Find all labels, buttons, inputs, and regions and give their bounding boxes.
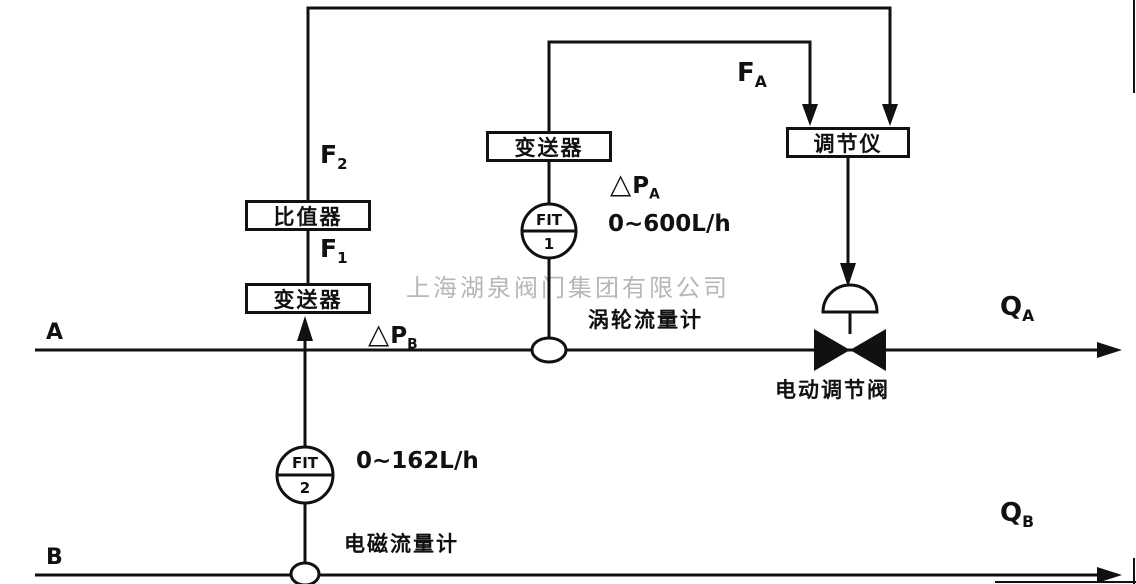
label-f1: F1 — [320, 236, 348, 266]
fit1-tag-label: FIT — [535, 211, 563, 229]
fit2-number-label: 2 — [299, 479, 311, 497]
signal-f2-line — [306, 6, 892, 200]
label-magnetic-flowmeter: 电磁流量计 — [344, 532, 459, 556]
transmitter-arrow-icon — [297, 316, 313, 341]
label-dpb-base: P — [390, 323, 408, 349]
ratio-unit-box: 比值器 — [245, 200, 371, 231]
label-line-b: B — [46, 545, 63, 570]
label-f2: F2 — [320, 142, 348, 172]
label-delta-pb: △PB — [368, 320, 418, 352]
label-qa-base: Q — [1000, 292, 1023, 322]
f2-arrow-icon — [882, 104, 898, 126]
transmitter-left-box: 变送器 — [245, 283, 371, 314]
label-qb-sub: B — [1022, 513, 1034, 532]
label-line-a: A — [46, 320, 64, 345]
label-dpb-sub: B — [407, 336, 418, 353]
fa-arrow-icon — [802, 104, 818, 126]
valve-body-left-icon — [814, 329, 850, 371]
label-dpa-sub: A — [649, 186, 660, 203]
delta-icon: △ — [368, 317, 390, 350]
label-f2-base: F — [320, 140, 338, 169]
label-fa-sub: A — [754, 73, 767, 92]
valve-actuator-dome-icon — [821, 283, 879, 314]
fit1-number-label: 1 — [543, 235, 555, 253]
pipe-b-arrow-icon — [1097, 567, 1122, 583]
label-dpa-base: P — [632, 173, 650, 199]
pipe-a-arrow-icon — [1097, 342, 1122, 358]
signal-fa-line — [547, 40, 812, 131]
label-turbine-flowmeter: 涡轮流量计 — [588, 308, 703, 332]
valve-body-right-icon — [850, 329, 886, 371]
label-f1-sub: 1 — [337, 249, 348, 267]
label-qa-sub: A — [1022, 307, 1035, 326]
valve-arrow-icon — [840, 263, 856, 287]
label-range-b: 0~162L/h — [356, 448, 479, 474]
label-f1-base: F — [320, 234, 338, 263]
controller-box: 调节仪 — [786, 127, 910, 158]
label-electric-control-valve: 电动调节阀 — [775, 378, 890, 402]
label-fa-base: F — [737, 58, 755, 88]
pipe-b-tap-circle — [289, 561, 321, 584]
label-range-a: 0~600L/h — [608, 211, 731, 237]
label-delta-pa: △PA — [610, 170, 660, 202]
label-qb: QB — [1000, 500, 1034, 531]
delta-icon: △ — [610, 167, 632, 200]
transmitter-mid-box: 变送器 — [486, 131, 612, 162]
label-qa: QA — [1000, 294, 1034, 325]
fit2-tag-label: FIT — [291, 454, 319, 472]
label-fa: FA — [737, 60, 767, 91]
label-qb-base: Q — [1000, 498, 1023, 528]
watermark-text: 上海湖泉阀门集团有限公司 — [406, 274, 730, 302]
pipe-a-tap-circle — [530, 336, 568, 364]
label-f2-sub: 2 — [337, 155, 348, 173]
